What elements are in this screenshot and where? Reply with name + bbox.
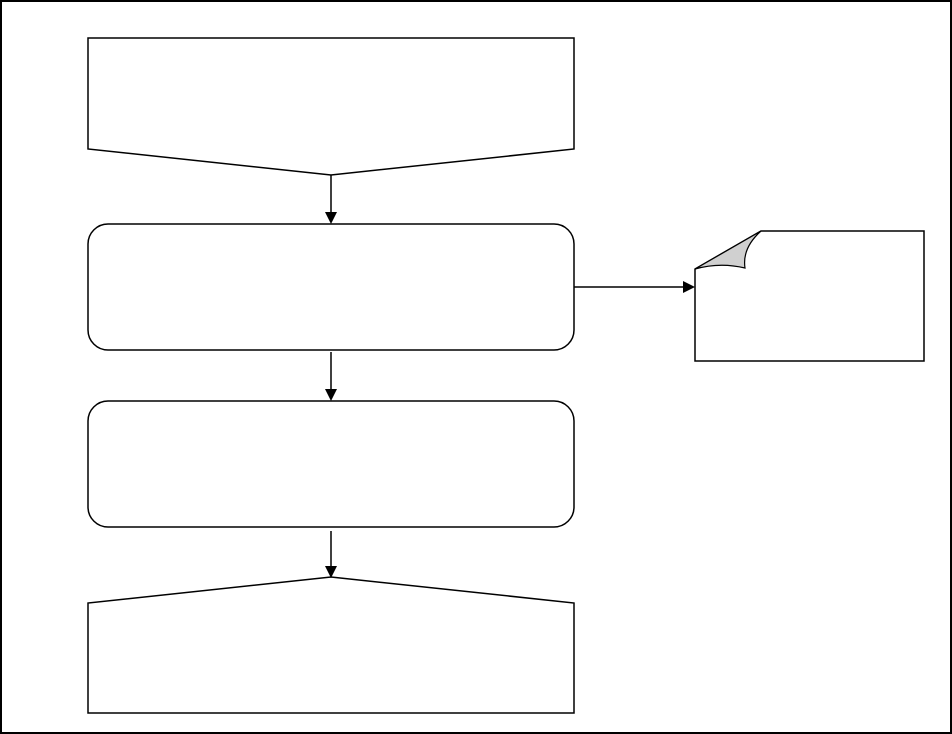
document-note [694, 230, 925, 362]
process-2-box [87, 400, 575, 528]
top-offpage-connector [87, 37, 575, 176]
folded-corner-icon [694, 230, 762, 270]
bottom-offpage-connector [87, 576, 575, 714]
process-1-box [87, 223, 575, 351]
